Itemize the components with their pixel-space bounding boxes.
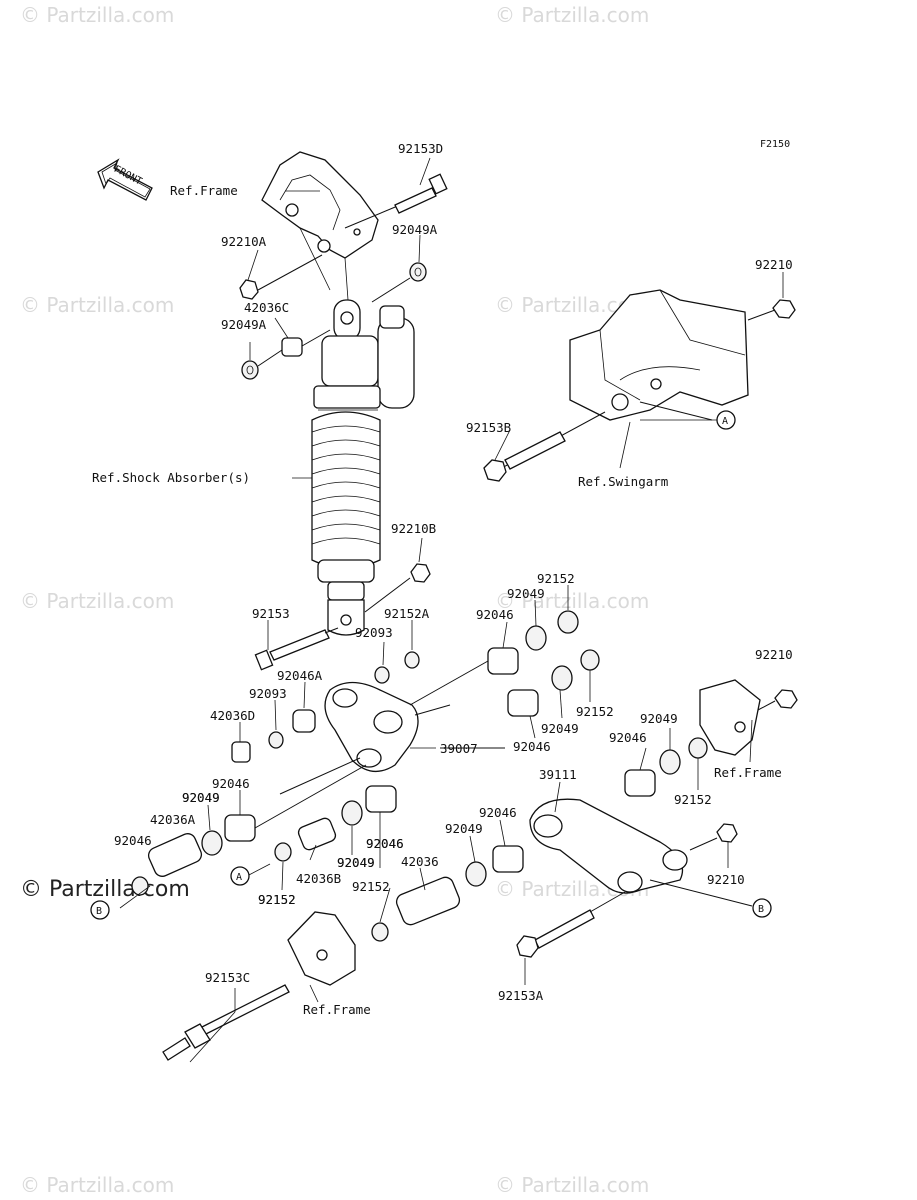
bolt-92153d <box>344 173 448 229</box>
callout-letter: B <box>96 906 102 917</box>
part-label: 92152 <box>352 879 390 894</box>
left-bearings <box>131 757 397 896</box>
right-frame-bracket <box>699 679 798 756</box>
nut-92210b <box>410 563 431 583</box>
part-label: 92046A <box>277 668 323 683</box>
part-label: 92049A <box>392 222 438 237</box>
part-label: 92210B <box>391 521 436 536</box>
part-label: 92152 <box>674 792 712 807</box>
ref-frame-bottom-label: Ref.Frame <box>303 1002 371 1017</box>
watermark: © Partzilla.com <box>20 3 174 27</box>
callout-b-left: B <box>90 900 110 920</box>
part-label: 92093 <box>249 686 287 701</box>
upper-frame-bracket <box>261 151 379 301</box>
callout-letter: A <box>722 416 728 427</box>
ref-frame-top-label: Ref.Frame <box>170 183 238 198</box>
shock-absorber <box>311 299 415 636</box>
part-label: 92153C <box>205 970 250 985</box>
part-label: 92046 <box>366 836 404 851</box>
ref-shock-absorber-label: Ref.Shock Absorber(s) <box>92 470 250 485</box>
part-label: 92049 <box>337 855 375 870</box>
part-label: 92152A <box>384 606 430 621</box>
part-label: 92049 <box>445 821 483 836</box>
part-label: 92049 <box>507 586 545 601</box>
part-label: 92049 <box>182 790 220 805</box>
part-label: 92152 <box>537 571 575 586</box>
part-label: 92153A <box>498 988 544 1003</box>
watermark: © Partzilla.com <box>495 589 649 613</box>
part-label: 92046 <box>114 833 152 848</box>
part-label: 92046 <box>513 739 551 754</box>
link-39111 <box>371 737 753 942</box>
watermark: © Partzilla.com <box>20 589 174 613</box>
part-label: 92046 <box>212 776 250 791</box>
part-label: 42036B <box>296 871 341 886</box>
upper-hardware <box>239 254 427 380</box>
leader-lines <box>119 157 784 1063</box>
callout-letter: A <box>236 872 242 883</box>
lever-39007 <box>324 681 505 772</box>
part-label: 92210 <box>755 647 793 662</box>
watermark: © Partzilla.com <box>20 293 174 317</box>
part-label: 92153 <box>252 606 290 621</box>
diagram-code: F2150 <box>760 139 790 150</box>
bolt-92153a <box>516 891 626 958</box>
part-label: 92046 <box>476 607 514 622</box>
part-label: 92093 <box>355 625 393 640</box>
part-label: 92152 <box>258 892 296 907</box>
part-label: 92049 <box>182 790 220 805</box>
center-bearings <box>231 610 600 763</box>
part-label: 39007 <box>440 741 478 756</box>
part-label: 92152 <box>576 704 614 719</box>
swingarm <box>483 289 796 482</box>
part-label: 92046 <box>479 805 517 820</box>
part-label: 92152 <box>258 892 296 907</box>
part-label: 42036C <box>244 300 289 315</box>
part-label: 92153B <box>466 420 511 435</box>
callout-a-left: A <box>230 866 250 886</box>
callout-a-right: A <box>716 410 736 430</box>
callout-b-right: B <box>752 898 772 918</box>
part-labels: 92153D 92210A 92049A 42036C 92049A 92210… <box>114 141 793 1003</box>
watermark-dark: © Partzilla.com <box>20 877 190 902</box>
front-arrow <box>97 158 153 201</box>
part-label: 92210A <box>221 234 267 249</box>
part-label: 92210 <box>755 257 793 272</box>
part-label: 92153D <box>398 141 443 156</box>
watermark: © Partzilla.com <box>495 1173 649 1197</box>
watermark: © Partzilla.com <box>20 1173 174 1197</box>
part-label: 42036 <box>401 854 439 869</box>
bolt-92153 <box>254 627 339 671</box>
collar-92093 <box>374 666 390 684</box>
part-label: 92049A <box>221 317 267 332</box>
part-label: 92046 <box>366 836 404 851</box>
lower-frame-bracket <box>287 911 356 986</box>
part-label: 92049 <box>541 721 579 736</box>
callout-letter: B <box>758 904 764 915</box>
part-label: 92210 <box>707 872 745 887</box>
part-label: 92046 <box>609 730 647 745</box>
part-label: 42036A <box>150 812 196 827</box>
ref-swingarm-label: Ref.Swingarm <box>578 474 668 489</box>
part-label: 39111 <box>539 767 577 782</box>
washer-92152a <box>404 651 420 669</box>
part-label: 42036D <box>210 708 255 723</box>
watermark-layer: © Partzilla.com © Partzilla.com © Partzi… <box>20 3 649 1197</box>
ref-frame-right-label: Ref.Frame <box>714 765 782 780</box>
part-label: 92049 <box>640 711 678 726</box>
watermark: © Partzilla.com <box>495 3 649 27</box>
part-label: 92049 <box>337 855 375 870</box>
